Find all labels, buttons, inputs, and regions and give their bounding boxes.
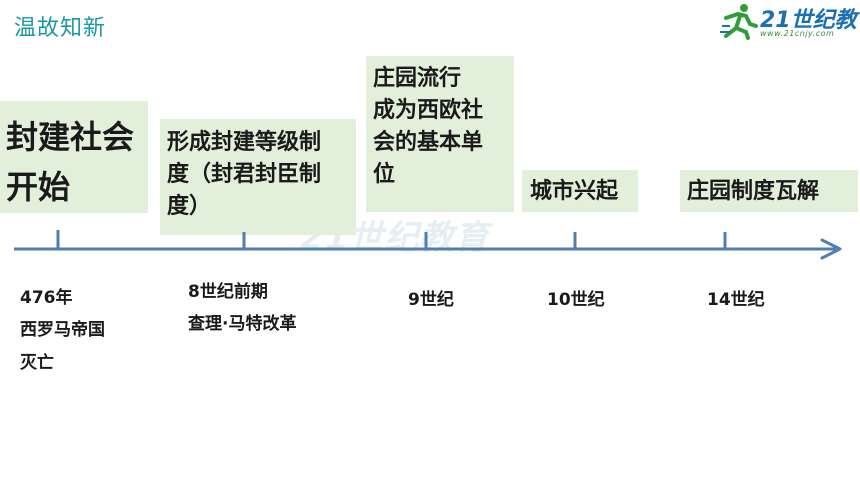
- event-text: 庄园制度瓦解: [687, 179, 820, 204]
- logo: 21世纪教育 www.21cnjy.com: [720, 2, 860, 42]
- event-text: 城市兴起: [530, 179, 619, 204]
- timeline-label-14th-century: 14世纪: [707, 284, 765, 316]
- timeline-label-10th-century: 10世纪: [547, 284, 605, 316]
- event-box-hierarchy: 形成封建等级制 度（封君封臣制 度）: [160, 119, 356, 235]
- logo-url: www.21cnjy.com: [760, 29, 835, 38]
- event-text: 度（封君封臣制: [167, 161, 322, 187]
- timeline-text: 查理·马特改革: [188, 314, 297, 335]
- event-box-feudal-society: 封建社会 开始: [0, 101, 148, 213]
- timeline-text: 9世纪: [408, 290, 454, 310]
- runner-icon: [720, 4, 758, 40]
- event-text: 位: [373, 161, 396, 187]
- timeline-text: 476年: [20, 288, 73, 308]
- event-text: 形成封建等级制: [167, 130, 322, 155]
- timeline-text: 10世纪: [547, 290, 605, 310]
- timeline-label-8th-century: 8世纪前期 查理·马特改革: [188, 276, 296, 341]
- event-box-manor-collapse: 庄园制度瓦解: [680, 170, 858, 212]
- event-text: 会的基本单: [373, 129, 484, 155]
- axis-arrowhead: [820, 238, 842, 260]
- event-box-cities: 城市兴起: [522, 170, 638, 212]
- event-box-manor: 庄园流行 成为西欧社 会的基本单 位: [366, 56, 514, 212]
- timeline-label-476: 476年 西罗马帝国 灭亡: [20, 282, 105, 379]
- timeline-text: 8世纪前期: [188, 282, 268, 302]
- timeline-text: 西罗马帝国: [20, 320, 105, 341]
- event-text: 度）: [167, 193, 212, 219]
- event-text: 开始: [6, 167, 71, 206]
- timeline-text: 灭亡: [20, 352, 54, 373]
- event-text: 成为西欧社: [373, 97, 484, 123]
- page-title: 温故知新: [14, 16, 107, 41]
- timeline-text: 14世纪: [707, 290, 765, 310]
- timeline-label-9th-century: 9世纪: [408, 284, 454, 316]
- event-text: 庄园流行: [373, 66, 462, 91]
- logo-text: 21世纪教育: [760, 8, 860, 33]
- event-text: 封建社会: [6, 118, 135, 156]
